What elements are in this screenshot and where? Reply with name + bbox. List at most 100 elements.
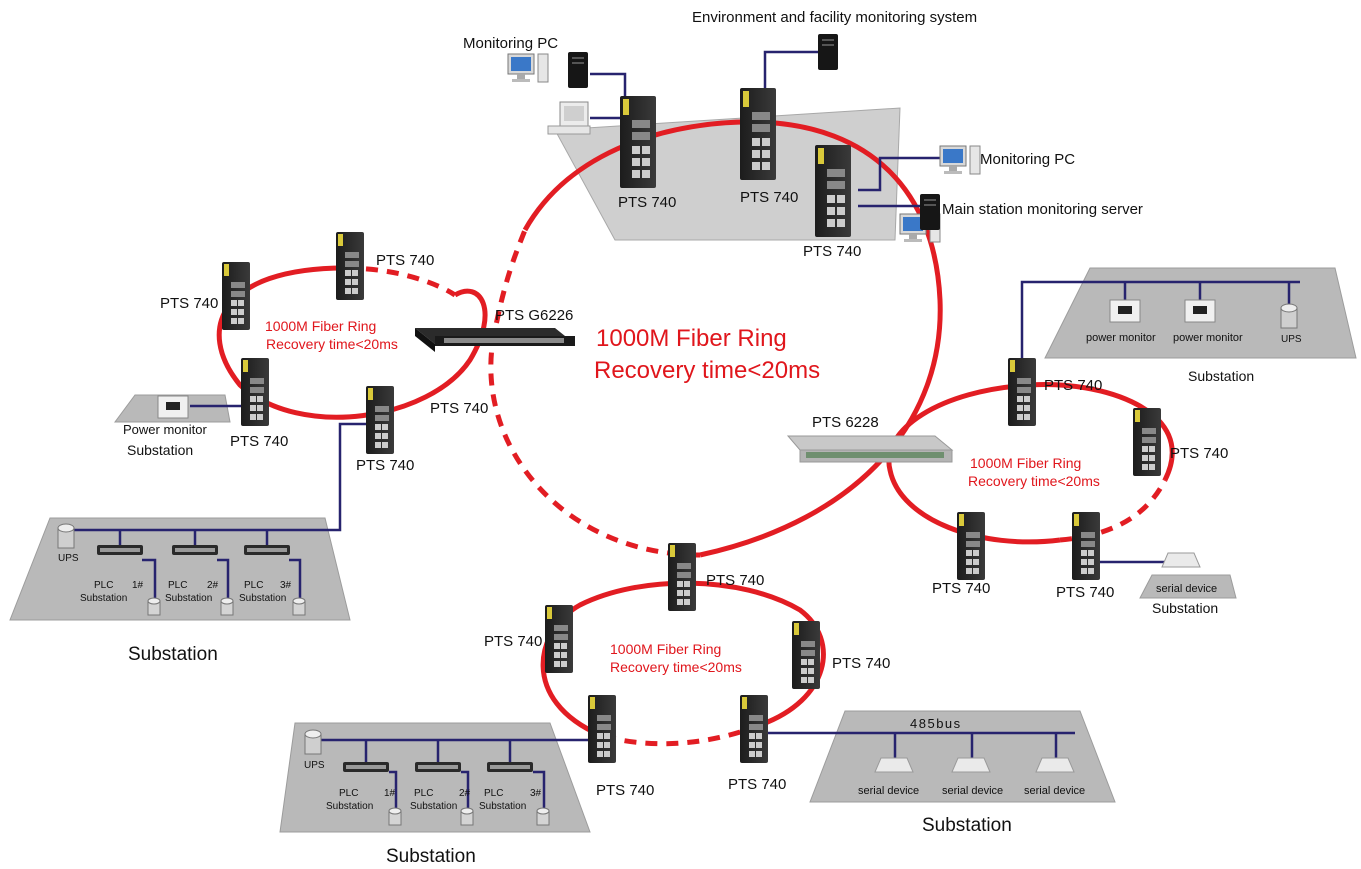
- main-fiber-ring-dashed: [488, 229, 701, 558]
- switch-label: PTS 740: [832, 655, 890, 672]
- switch-label: PTS 740: [706, 572, 764, 589]
- power-monitor-icon: [1184, 299, 1216, 323]
- power-monitor-icon: [1109, 299, 1141, 323]
- bottom-switch-2-icon: [545, 605, 573, 673]
- ups-label: UPS: [58, 553, 79, 564]
- plc-sub-label: Substation: [326, 801, 373, 812]
- plc-sub-label: Substation: [165, 593, 212, 604]
- ups-label: UPS: [304, 760, 325, 771]
- left-switch-4-icon: [366, 386, 394, 454]
- plc-label: PLC: [244, 580, 263, 591]
- ups-icon: [57, 523, 75, 549]
- plc-sub-label: Substation: [80, 593, 127, 604]
- plc-bottom-3: [487, 740, 550, 826]
- power-monitor-label: power monitor: [1173, 332, 1243, 344]
- main-switch-2-icon: [740, 88, 776, 180]
- power-monitor-icon: [157, 395, 189, 419]
- bottom-fiber-ring-dashed: [599, 722, 761, 747]
- left-switch-3-icon: [241, 358, 269, 426]
- plc-label: PLC: [94, 580, 113, 591]
- 485bus-label: 485bus: [910, 716, 962, 731]
- plc-bottom-1: [343, 740, 402, 826]
- right-ring-label-line2: Recovery time<20ms: [968, 473, 1100, 489]
- serial-device-bottom-1: [874, 733, 914, 773]
- ups-icon: [1280, 303, 1298, 329]
- left-switch-2-icon: [336, 232, 364, 300]
- left-ring-label-line1: 1000M Fiber Ring: [265, 318, 376, 334]
- substation-label: Substation: [128, 644, 218, 665]
- plc-sub-label: Substation: [410, 801, 457, 812]
- substation-label: Substation: [127, 442, 193, 458]
- plc-num-label: 1#: [132, 580, 144, 591]
- bottom-switch-3-icon: [792, 621, 820, 689]
- link-plc-substation-left: [60, 422, 366, 532]
- right-switch-2-icon: [1133, 408, 1161, 476]
- switch-label: PTS 740: [1056, 584, 1114, 601]
- server-icon: [899, 194, 941, 243]
- switch-label: PTS 740: [740, 189, 798, 206]
- ups-icon: [304, 729, 322, 755]
- plc-left-1: [97, 530, 161, 616]
- plc-left-2: [172, 530, 234, 616]
- plc-num-label: 2#: [207, 580, 219, 591]
- plc-bottom-2: [415, 740, 474, 826]
- power-monitor-label: Power monitor: [123, 422, 207, 437]
- left-ring-label-line2: Recovery time<20ms: [266, 336, 398, 352]
- left-switch-1-icon: [222, 262, 250, 330]
- monitoring-pc-tower-icon: [568, 52, 588, 88]
- switch-label: PTS 740: [230, 433, 288, 450]
- plc-num-label: 2#: [459, 788, 471, 799]
- plc-label: PLC: [339, 788, 358, 799]
- pts-g6226-label: PTS G6226: [495, 307, 573, 324]
- switch-label: PTS 740: [484, 633, 542, 650]
- serial-device-label: serial device: [942, 785, 1003, 797]
- plc-label: PLC: [484, 788, 503, 799]
- bottom-switch-5-icon: [740, 695, 768, 763]
- bottom-ring-label-line1: 1000M Fiber Ring: [610, 641, 721, 657]
- switch-label: PTS 740: [160, 295, 218, 312]
- main-switch-3-icon: [815, 145, 851, 237]
- monitoring-pc-icon: [507, 53, 549, 83]
- serial-device-label: serial device: [1024, 785, 1085, 797]
- switch-label: PTS 740: [1170, 445, 1228, 462]
- switch-label: PTS 740: [728, 776, 786, 793]
- right-switch-4-icon: [1072, 512, 1100, 580]
- plc-num-label: 1#: [384, 788, 396, 799]
- right-switch-3-icon: [957, 512, 985, 580]
- plc-num-label: 3#: [280, 580, 292, 591]
- power-monitor-label: power monitor: [1086, 332, 1156, 344]
- serial-device-bottom-3: [1035, 733, 1075, 773]
- env-system-label: Environment and facility monitoring syst…: [692, 9, 977, 26]
- plc-label: PLC: [168, 580, 187, 591]
- link-env-system: [763, 50, 828, 92]
- pts-6228-label: PTS 6228: [812, 414, 879, 431]
- serial-device-bottom-2: [951, 733, 991, 773]
- pts-6228-switch-icon: [786, 435, 954, 463]
- right-switch-1-icon: [1008, 358, 1036, 426]
- switch-label: PTS 740: [618, 194, 676, 211]
- substation-label: Substation: [1188, 368, 1254, 384]
- substation-label: Substation: [922, 815, 1012, 836]
- substation-label: Substation: [1152, 600, 1218, 616]
- right-fiber-ring: [886, 381, 1175, 545]
- old-pc-icon: [547, 101, 591, 135]
- serial-device-icon: [1161, 552, 1201, 568]
- plc-substation-left-platform: [9, 517, 351, 621]
- switch-label: PTS 740: [1044, 377, 1102, 394]
- plc-num-label: 3#: [530, 788, 542, 799]
- env-system-tower-icon: [818, 34, 838, 70]
- switch-label: PTS 740: [932, 580, 990, 597]
- main-ring-label-line1: 1000M Fiber Ring: [596, 325, 787, 352]
- main-ring-label-line2: Recovery time<20ms: [594, 357, 820, 384]
- right-monitoring-pc-icon: [939, 145, 981, 175]
- monitoring-pc-label: Monitoring PC: [463, 35, 558, 52]
- plc-sub-label: Substation: [239, 593, 286, 604]
- bottom-ring-label-line2: Recovery time<20ms: [610, 659, 742, 675]
- plc-sub-label: Substation: [479, 801, 526, 812]
- plc-label: PLC: [414, 788, 433, 799]
- serial-device-label: serial device: [1156, 583, 1217, 595]
- main-server-label: Main station monitoring server: [942, 201, 1143, 218]
- monitoring-pc-right-label: Monitoring PC: [980, 151, 1075, 168]
- left-fiber-ring-dashed: [344, 265, 457, 298]
